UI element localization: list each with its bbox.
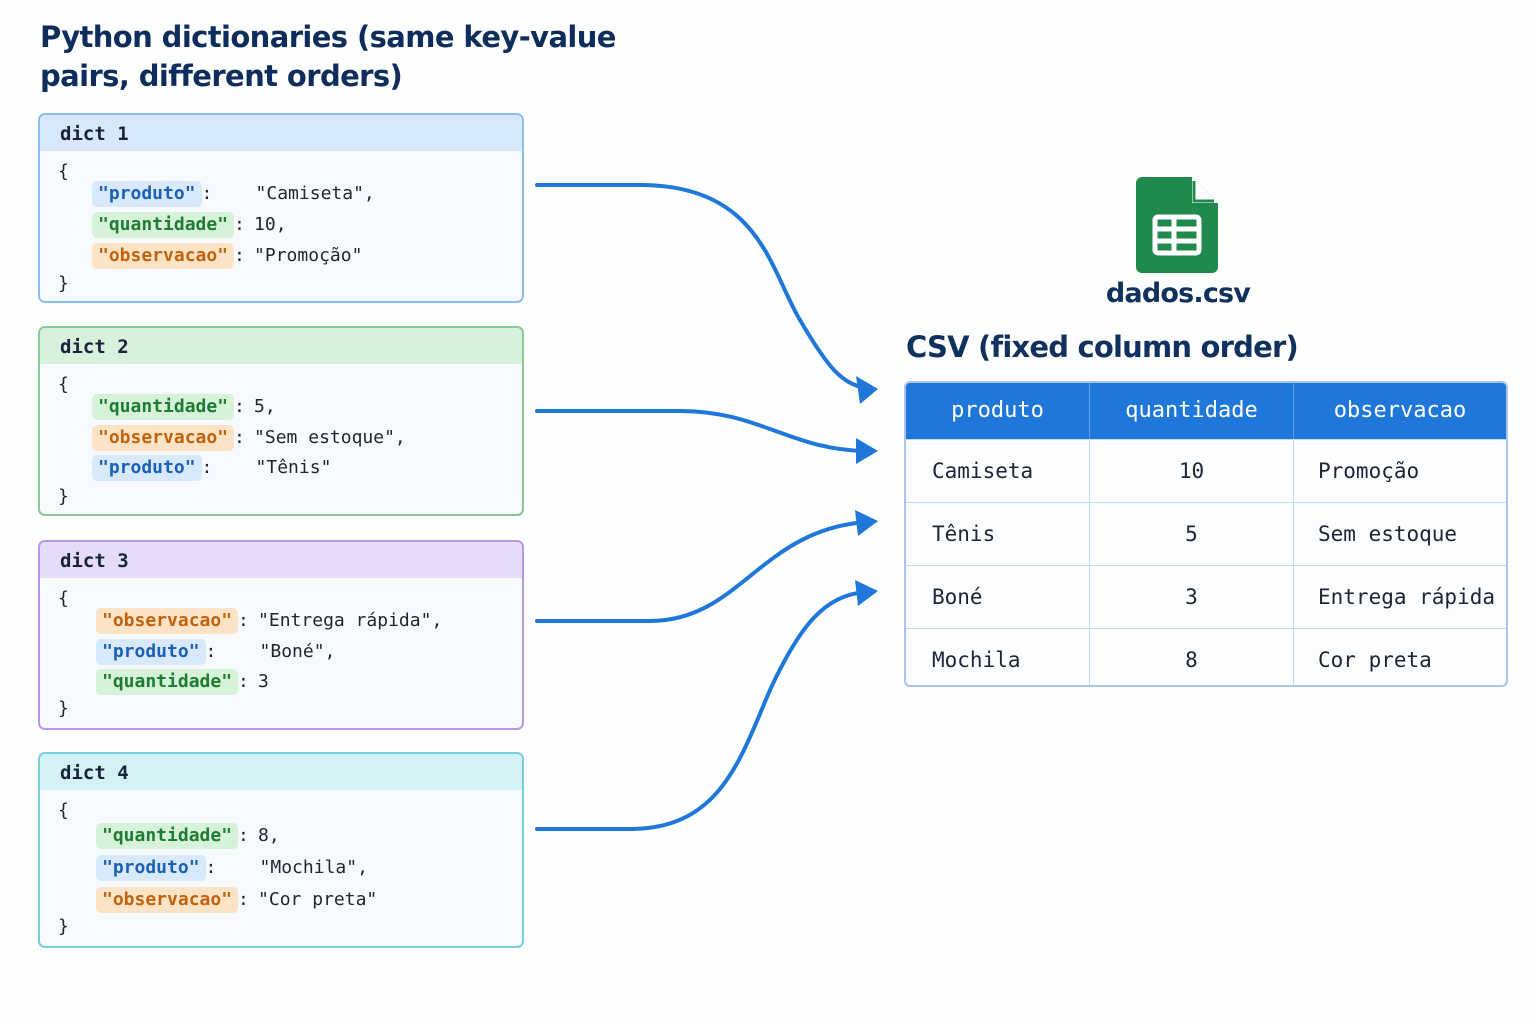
table-row: Mochila 8 Cor preta	[906, 628, 1506, 685]
diagram-title: Python dictionaries (same key-value pair…	[40, 20, 616, 93]
dict-entry: "produto": "Mochila",	[96, 855, 368, 883]
colon: :	[234, 214, 245, 235]
entry-value: "Cor preta"	[258, 889, 378, 910]
table-row: Boné 3 Entrega rápida	[906, 565, 1506, 628]
arrowhead-2	[856, 438, 878, 464]
table-cell: Cor preta	[1318, 648, 1432, 672]
key-produto: "produto"	[96, 855, 206, 881]
table-cell: Camiseta	[906, 440, 1090, 502]
entry-value: 5,	[254, 396, 276, 417]
dict-panel-1: dict 1 { "produto": "Camiseta", "quantida…	[38, 113, 524, 303]
arrow-dict4-row4	[535, 590, 868, 831]
key-quantidade: "quantidade"	[92, 394, 235, 420]
column-header: produto	[906, 383, 1090, 439]
table-cell: Tênis	[906, 503, 1090, 565]
close-brace: }	[58, 698, 69, 719]
colon: :	[238, 889, 249, 910]
colon: :	[234, 396, 245, 417]
key-quantidade: "quantidade"	[92, 212, 235, 238]
arrow-dict3-row3	[535, 520, 868, 623]
dict-panel-2: dict 2 { "quantidade":5, "observacao":"S…	[38, 326, 524, 516]
entry-value: "Promoção"	[254, 245, 363, 266]
dict-panel-3: dict 3 { "observacao":"Entrega rápida", …	[38, 540, 524, 730]
table-cell: 10	[1090, 440, 1294, 502]
table-row: Tênis 5 Sem estoque	[906, 502, 1506, 565]
csv-header-row: produto quantidade observacao	[906, 383, 1506, 439]
dict-label: dict 4	[40, 754, 522, 790]
arrowhead-4	[855, 580, 878, 606]
colon: :	[201, 457, 213, 478]
key-produto: "produto"	[92, 455, 202, 481]
table-cell: Boné	[906, 566, 1090, 628]
close-brace: }	[58, 273, 69, 294]
colon: :	[234, 245, 245, 266]
entry-value: "Entrega rápida",	[258, 610, 443, 631]
entry-value: "Camiseta",	[255, 183, 375, 204]
csv-table: produto quantidade observacao Camiseta 1…	[904, 381, 1508, 687]
entry-value: 10,	[254, 214, 287, 235]
close-brace: }	[58, 486, 69, 507]
dict-entry: "quantidade":5,	[92, 394, 276, 422]
entry-value: 8,	[258, 825, 280, 846]
dict-panel-4: dict 4 { "quantidade":8, "produto":"Moch…	[38, 752, 524, 948]
key-observacao: "observacao"	[96, 608, 239, 634]
open-brace: {	[58, 588, 69, 609]
open-brace: {	[58, 161, 69, 182]
key-quantidade: "quantidade"	[96, 669, 239, 695]
colon: :	[205, 857, 217, 878]
key-observacao: "observacao"	[92, 425, 235, 451]
entry-value: "Mochila",	[259, 857, 368, 878]
column-header: quantidade	[1090, 383, 1294, 439]
dict-entry: "observacao": "Sem estoque",	[92, 425, 406, 453]
colon: :	[234, 427, 245, 448]
table-cell: 3	[1090, 566, 1294, 628]
arrowhead-3	[855, 510, 878, 536]
open-brace: {	[58, 374, 69, 395]
close-brace: }	[58, 916, 69, 937]
dict-entry: "observacao": "Entrega rápida",	[96, 608, 442, 636]
key-produto: "produto"	[96, 639, 206, 665]
entry-value: "Sem estoque",	[254, 427, 406, 448]
colon: :	[205, 641, 217, 662]
colon: :	[238, 825, 249, 846]
key-observacao: "observacao"	[92, 243, 235, 269]
csv-file-name: dados.csv	[1105, 278, 1251, 309]
key-produto: "produto"	[92, 181, 202, 207]
column-header: observacao	[1333, 398, 1467, 423]
key-observacao: "observacao"	[96, 887, 239, 913]
open-brace: {	[58, 800, 69, 821]
dict-entry: "quantidade":3	[96, 669, 269, 697]
colon: :	[201, 183, 213, 204]
arrowhead-1	[856, 376, 878, 404]
csv-title: CSV (fixed column order)	[906, 330, 1299, 364]
key-quantidade: "quantidade"	[96, 823, 239, 849]
dict-entry: "produto": "Tênis"	[92, 455, 331, 483]
spreadsheet-file-icon	[1136, 177, 1218, 273]
dict-label: dict 2	[40, 328, 522, 364]
arrow-dict2-row2	[535, 409, 868, 453]
entry-value: "Tênis"	[255, 457, 332, 478]
dict-entry: "produto": "Boné",	[96, 639, 335, 667]
table-cell: Sem estoque	[1318, 522, 1458, 546]
colon: :	[238, 671, 249, 692]
table-row: Camiseta 10 Promoção	[906, 439, 1506, 502]
arrow-dict1-row1	[535, 183, 868, 390]
table-cell: 8	[1090, 629, 1294, 685]
dict-entry: "observacao": "Cor preta"	[96, 887, 377, 915]
entry-value: "Boné",	[259, 641, 336, 662]
entry-value: 3	[258, 671, 269, 692]
dict-label: dict 1	[40, 115, 522, 151]
dict-entry: "produto": "Camiseta",	[92, 181, 375, 209]
dict-label: dict 3	[40, 542, 522, 578]
table-cell: Entrega rápida	[1318, 585, 1496, 609]
dict-entry: "quantidade":8,	[96, 823, 280, 851]
table-cell: Mochila	[906, 629, 1090, 685]
dict-entry: "observacao": "Promoção"	[92, 243, 362, 271]
dict-entry: "quantidade":10,	[92, 212, 287, 240]
table-cell: 5	[1090, 503, 1294, 565]
table-cell: Promoção	[1318, 459, 1420, 483]
colon: :	[238, 610, 249, 631]
